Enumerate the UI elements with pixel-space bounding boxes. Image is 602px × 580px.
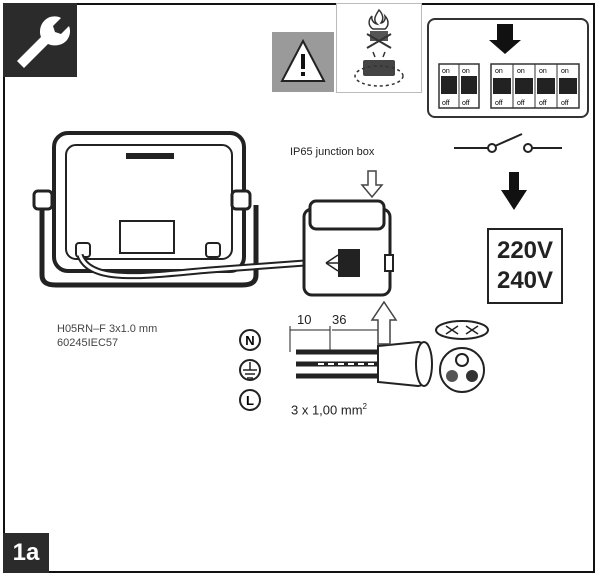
cable-crosssection-icon <box>435 320 489 393</box>
switch-off-2: off <box>462 100 470 107</box>
voltage-220: 220V <box>496 237 554 264</box>
breaker-panel: on on on on on on off off off off off of… <box>427 18 589 118</box>
down-arrow-icon <box>501 172 527 210</box>
svg-text:L: L <box>246 393 254 408</box>
cable-type: H05RN–F 3x1.0 mm <box>57 323 158 335</box>
switch-on-4: on <box>517 68 525 75</box>
wire-size-label: 3 x 1,00 mm2 <box>291 402 367 418</box>
junction-box <box>302 199 394 297</box>
terminal-l <box>239 389 261 411</box>
switch-open-icon <box>454 133 562 210</box>
switch-off-5: off <box>539 100 547 107</box>
switch-off-4: off <box>517 100 525 107</box>
no-burn-icon <box>336 3 422 93</box>
breaker-icon: on on on on on on off off off off off of… <box>438 24 580 109</box>
switch-on-3: on <box>495 68 503 75</box>
junction-box-label: IP65 junction box <box>290 146 375 158</box>
switch-on-6: on <box>561 68 569 75</box>
switch-on-2: on <box>462 68 470 75</box>
step-label: 1a <box>3 533 49 573</box>
cable-spec: H05RN–F 3x1.0 mm 60245IEC57 <box>57 322 157 350</box>
svg-text:N: N <box>245 333 254 348</box>
voltage-label: 220V 240V <box>487 228 563 304</box>
cable-standard: 60245IEC57 <box>57 337 119 349</box>
switch-off-3: off <box>495 100 503 107</box>
strip-length-10: 10 <box>297 312 312 327</box>
strip-length-36: 36 <box>332 312 347 327</box>
voltage-240: 240V <box>496 267 554 294</box>
floodlight-diagram <box>32 131 394 297</box>
wrench-icon <box>3 3 77 77</box>
switch-off-6: off <box>561 100 569 107</box>
switch-on-1: on <box>442 68 450 75</box>
wire-strip-diagram: N L <box>239 300 433 411</box>
warning-icon <box>272 32 334 92</box>
switch-on-5: on <box>539 68 547 75</box>
terminal-n <box>239 329 261 351</box>
switch-off-1: off <box>442 100 450 107</box>
